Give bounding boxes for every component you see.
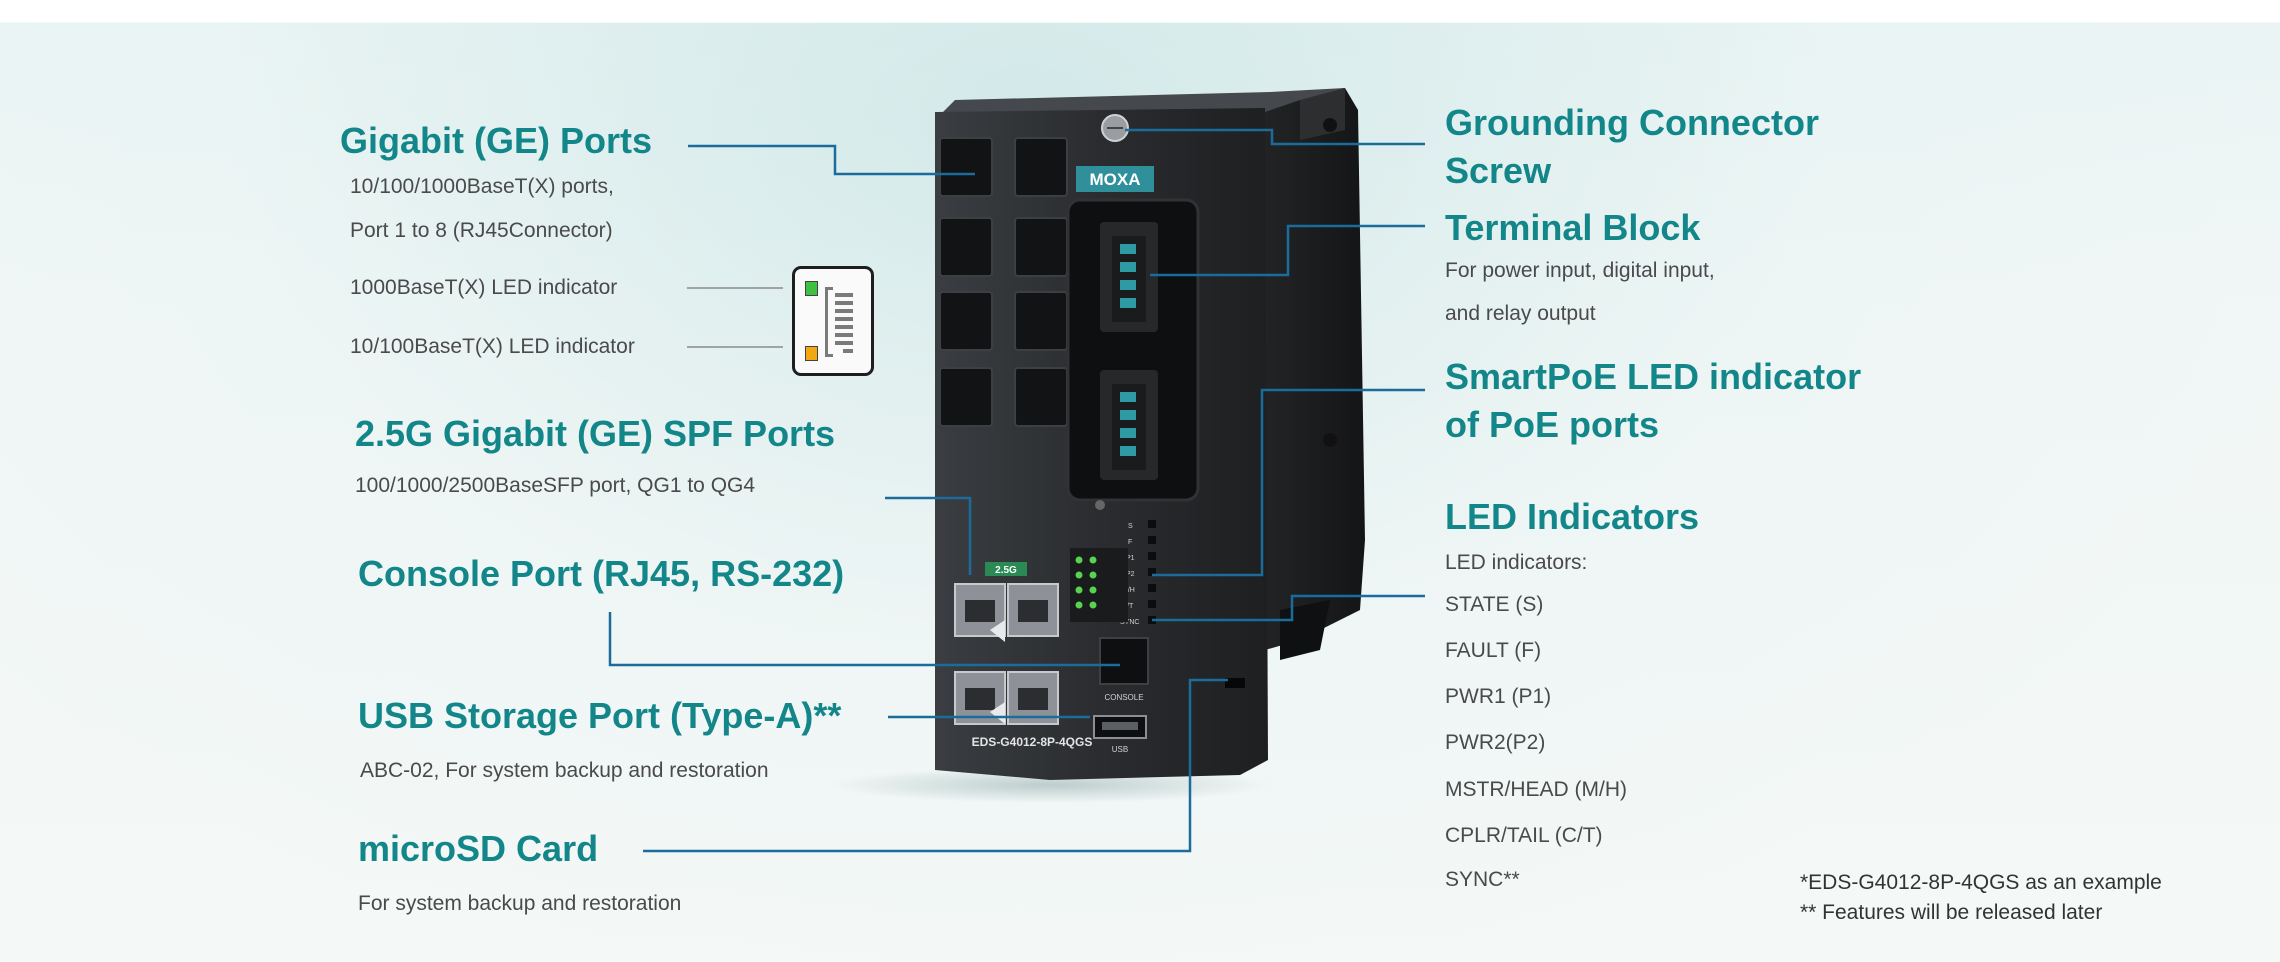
svg-text:SYNC: SYNC: [1120, 619, 1139, 626]
leader-led-indicators: [1152, 594, 1425, 622]
terminal-block-desc-2: and relay output: [1445, 302, 1596, 325]
footnote-example: *EDS-G4012-8P-4QGS as an example: [1800, 871, 2162, 894]
leader-gigabit-ports: [688, 144, 975, 176]
leader-grounding: [1125, 128, 1425, 146]
svg-text:P2: P2: [1126, 571, 1135, 578]
led-amber-indicator: [805, 346, 818, 361]
leader-smartpoe: [1152, 388, 1425, 577]
system-led-panel: [1070, 548, 1128, 622]
led-indicator-item: CPLR/TAIL (C/T): [1445, 824, 1603, 847]
rj45-connector-icon: [825, 287, 855, 357]
microsd-slot: [1225, 678, 1245, 688]
gigabit-ports-desc-1: 10/100/1000BaseT(X) ports,: [350, 175, 614, 198]
rj45-led-diagram: [792, 266, 874, 376]
terminal-block-lower: [1100, 370, 1158, 480]
moxa-logo: [1076, 166, 1154, 192]
model-label: EDS-G4012-8P-4QGS: [972, 735, 1093, 749]
leader-console-port: [608, 612, 1120, 667]
led-indicator-item: FAULT (F): [1445, 639, 1542, 662]
sfp-label-text: 2.5G: [995, 565, 1017, 576]
terminal-block-upper: [1100, 222, 1158, 332]
console-port: [1099, 637, 1149, 685]
svg-text:F: F: [1128, 539, 1132, 546]
moxa-logo-text: MOXA: [1090, 170, 1141, 189]
led-indicator-item: SYNC**: [1445, 868, 1520, 891]
svg-text:M/H: M/H: [1122, 587, 1135, 594]
leader-lines: [608, 128, 1425, 853]
usb-port-label: USB: [1112, 745, 1128, 754]
led-100-label: 10/100BaseT(X) LED indicator: [350, 335, 635, 358]
led-indicators-title: LED Indicators: [1445, 496, 1700, 537]
sfp-arrow-down: [990, 702, 1005, 724]
usb-port-title: USB Storage Port (Type-A)**: [358, 695, 842, 736]
console-port-label: CONSOLE: [1104, 693, 1143, 702]
sfp-label-badge: [985, 562, 1027, 576]
led-green-indicator: [805, 281, 818, 296]
sfp-ports-title: 2.5G Gigabit (GE) SPF Ports: [355, 413, 836, 454]
device-top-panel: [940, 88, 1345, 115]
svg-text:S: S: [1128, 523, 1133, 530]
console-port-title: Console Port (RJ45, RS-232): [358, 553, 845, 594]
led-indicator-item: PWR1 (P1): [1445, 685, 1552, 708]
grounding-title-2: Screw: [1445, 150, 1552, 191]
sfp-arrow-up: [990, 620, 1005, 642]
smartpoe-title-1: SmartPoE LED indicator: [1445, 356, 1862, 397]
led-indicator-item: STATE (S): [1445, 593, 1544, 616]
sfp-ports-desc: 100/1000/2500BaseSFP port, QG1 to QG4: [355, 474, 756, 497]
rj45-port-grid: [939, 137, 1068, 427]
terminal-block-title: Terminal Block: [1445, 207, 1701, 248]
leader-terminal-block: [1150, 224, 1425, 277]
usb-port-desc: ABC-02, For system backup and restoratio…: [360, 759, 769, 782]
footnote-release: ** Features will be released later: [1800, 901, 2103, 924]
device-side-panel: [1265, 88, 1365, 660]
led-indicators-desc: LED indicators:: [1445, 551, 1588, 574]
terminal-block-desc-1: For power input, digital input,: [1445, 259, 1715, 282]
gigabit-ports-desc-2: Port 1 to 8 (RJ45Connector): [350, 219, 613, 242]
leader-sfp-ports: [885, 496, 972, 575]
microsd-desc: For system backup and restoration: [358, 892, 682, 915]
led-indicator-item: MSTR/HEAD (M/H): [1445, 778, 1627, 801]
grounding-title-1: Grounding Connector: [1445, 102, 1819, 143]
smartpoe-title-2: of PoE ports: [1445, 404, 1659, 445]
svg-text:P1: P1: [1126, 555, 1135, 562]
gigabit-ports-title: Gigabit (GE) Ports: [340, 120, 653, 161]
microsd-title: microSD Card: [358, 828, 599, 869]
led-indicator-item: PWR2(P2): [1445, 731, 1546, 754]
leader-microsd: [643, 678, 1228, 853]
led-1000-label: 1000BaseT(X) LED indicator: [350, 276, 618, 299]
